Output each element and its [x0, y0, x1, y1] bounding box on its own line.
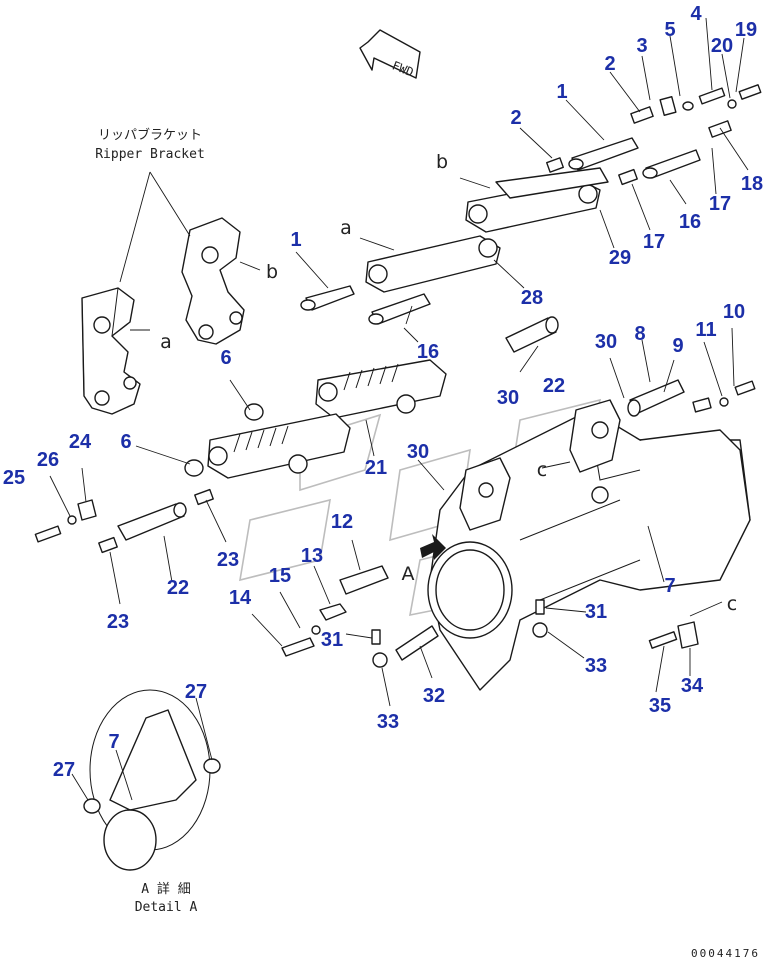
callout-15[interactable]: 15	[268, 565, 292, 587]
pin-22-upper	[505, 316, 559, 353]
detail-a-inset	[83, 689, 221, 871]
document-number: 00044176	[691, 947, 760, 960]
callout-6[interactable]: 6	[120, 431, 132, 453]
ripper-bracket-left	[81, 287, 141, 415]
leader-lines	[49, 17, 749, 801]
callout-30[interactable]: 30	[594, 331, 618, 353]
callout-2[interactable]: 2	[510, 107, 522, 129]
callout-6[interactable]: 6	[220, 347, 232, 369]
callout-11[interactable]: 11	[695, 319, 717, 341]
detail-a-caption-en: Detail A	[134, 900, 198, 915]
callout-18[interactable]: 18	[740, 173, 764, 195]
callout-31[interactable]: 31	[320, 629, 344, 651]
pin-8-assembly	[627, 379, 756, 417]
detail-pointer-arrow-icon	[420, 534, 446, 560]
detail-a-caption-jp: A 詳 細	[141, 882, 191, 897]
callout-26[interactable]: 26	[36, 449, 60, 471]
callout-34[interactable]: 34	[680, 675, 704, 697]
callout-22[interactable]: 22	[542, 375, 566, 397]
view-letter-a-upper: a	[340, 217, 352, 239]
callout-23[interactable]: 23	[106, 611, 130, 633]
callout-23[interactable]: 23	[216, 549, 240, 571]
view-letter-b-right: b	[265, 261, 279, 283]
callout-20[interactable]: 20	[710, 35, 734, 57]
callout-30[interactable]: 30	[406, 441, 430, 463]
callout-21[interactable]: 21	[364, 457, 388, 479]
callout-4[interactable]: 4	[690, 3, 702, 25]
callout-17[interactable]: 17	[708, 193, 732, 215]
callout-2[interactable]: 2	[604, 53, 616, 75]
forward-arrow-icon	[359, 29, 421, 79]
callout-30[interactable]: 30	[496, 387, 520, 409]
callout-19[interactable]: 19	[734, 19, 758, 41]
callout-12[interactable]: 12	[330, 511, 354, 533]
callout-28[interactable]: 28	[520, 287, 544, 309]
ripper-bracket-caption-en: Ripper Bracket	[95, 147, 205, 162]
ripper-bracket-right	[181, 217, 245, 345]
callout-31[interactable]: 31	[584, 601, 608, 623]
right-lower-parts	[648, 621, 699, 649]
ripper-bracket-caption-jp: リッパブラケット	[97, 128, 203, 143]
callout-33[interactable]: 33	[376, 711, 400, 733]
callout-8[interactable]: 8	[634, 323, 646, 345]
callout-7[interactable]: 7	[108, 731, 120, 753]
left-small-parts	[34, 488, 214, 554]
view-letter-c-center: c	[536, 459, 548, 481]
callout-14[interactable]: 14	[228, 587, 252, 609]
callout-27[interactable]: 27	[184, 681, 208, 703]
view-letter-c-right: c	[726, 593, 738, 615]
view-letter-b-upper: b	[435, 151, 449, 173]
view-arrows	[130, 177, 723, 617]
callout-29[interactable]: 29	[608, 247, 632, 269]
view-letter-detail-a: A	[401, 563, 415, 585]
callout-33[interactable]: 33	[584, 655, 608, 677]
lower-center-parts	[281, 565, 548, 668]
callout-7[interactable]: 7	[664, 575, 676, 597]
callout-17[interactable]: 17	[642, 231, 666, 253]
callout-16[interactable]: 16	[678, 211, 702, 233]
callout-1[interactable]: 1	[290, 229, 302, 251]
callout-5[interactable]: 5	[664, 19, 676, 41]
callout-24[interactable]: 24	[68, 431, 92, 453]
callout-32[interactable]: 32	[422, 685, 446, 707]
callout-16[interactable]: 16	[416, 341, 440, 363]
lower-link-assembly	[207, 359, 447, 479]
fasteners-top-right	[546, 84, 762, 186]
callout-25[interactable]: 25	[2, 467, 26, 489]
callout-10[interactable]: 10	[722, 301, 746, 323]
callout-13[interactable]: 13	[300, 545, 324, 567]
upper-link-assembly	[365, 167, 609, 293]
pins-upper	[300, 137, 701, 325]
callout-22[interactable]: 22	[166, 577, 190, 599]
callout-27[interactable]: 27	[52, 759, 76, 781]
view-letter-a-left: a	[160, 331, 172, 353]
callout-1[interactable]: 1	[556, 81, 568, 103]
callout-9[interactable]: 9	[672, 335, 684, 357]
main-frame	[427, 399, 751, 691]
callout-35[interactable]: 35	[648, 695, 672, 717]
callout-3[interactable]: 3	[636, 35, 648, 57]
